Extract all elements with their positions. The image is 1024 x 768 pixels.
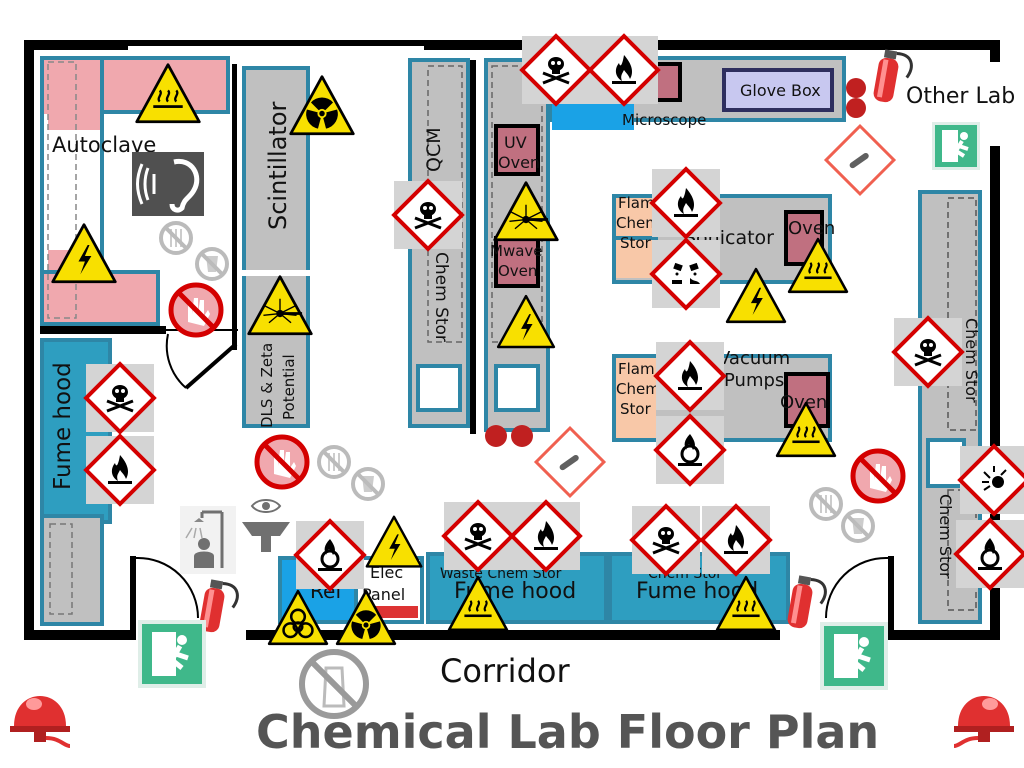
oven-2-label: Oven <box>780 392 827 413</box>
dls-label: DLS & Zeta <box>258 343 276 428</box>
electrical-hazard-icon <box>365 515 423 568</box>
outer-walls <box>24 40 1000 640</box>
no-touch-icon <box>257 437 307 487</box>
emergency-exit-icon <box>138 620 206 688</box>
microscope-label: Microscope <box>622 111 706 129</box>
toxic-icon <box>520 34 592 106</box>
no-food-icon <box>317 445 351 479</box>
corrosive-icon <box>650 238 722 310</box>
chem-stor-right-upper-label: Chem Stor <box>962 318 981 403</box>
scintillator-label: Scintillator <box>264 101 292 230</box>
fume-hood-left-label: Fume hood <box>50 362 76 490</box>
other-lab-label: Other Lab <box>906 84 1015 109</box>
explosive-icon <box>958 444 1024 516</box>
page-title: Chemical Lab Floor Plan <box>256 705 879 759</box>
no-food-icon <box>809 487 843 521</box>
no-spray-icon <box>299 649 369 719</box>
glove-box-label: Glove Box <box>740 81 821 100</box>
sonicator-bench <box>612 194 832 284</box>
no-drink-icon <box>351 467 385 501</box>
flammable-icon <box>84 434 156 506</box>
uv-oven-label: Oven <box>498 153 540 172</box>
no-drink-icon <box>841 509 875 543</box>
flammable-icon <box>588 34 660 106</box>
chem-stor-qcm-label: Chem Stor <box>431 252 451 342</box>
emergency-exit-icon <box>930 120 982 172</box>
pumps-label: Pumps <box>724 370 784 391</box>
potential-label: Potential <box>280 354 298 420</box>
red-marker-dots-mid <box>485 425 533 447</box>
red-marker-dots-top <box>846 78 866 118</box>
toxic-icon <box>442 500 514 572</box>
flam-chem-stor-2-line2: Chem <box>616 380 660 398</box>
vacuum-label: Vacuum <box>718 348 790 369</box>
gas-cylinder-icon <box>824 124 896 196</box>
chem-stor-right-lower-label: Chem Stor <box>936 494 955 579</box>
flammable-icon <box>510 500 582 572</box>
flammable-icon <box>650 167 722 239</box>
safety-shower-icon <box>180 506 236 574</box>
mwave-oven-label: Oven <box>498 262 537 280</box>
fire-alarm-icon <box>8 694 72 748</box>
emergency-exit-icon <box>820 622 888 690</box>
eyewash-icon <box>242 499 290 552</box>
toxic-icon <box>630 504 702 576</box>
panel-label: Panel <box>362 585 405 604</box>
no-touch-icon <box>853 451 903 501</box>
flammable-icon <box>700 504 772 576</box>
oven-1-label: Oven <box>788 218 835 239</box>
toxic-icon <box>84 362 156 434</box>
corridor-label: Corridor <box>440 652 570 690</box>
oxidizer-icon <box>294 519 366 591</box>
oxidizer-icon <box>954 518 1024 590</box>
gas-cylinder-icon <box>534 426 606 498</box>
no-food-icon <box>159 221 193 255</box>
oxidizer-icon <box>654 414 726 486</box>
flam-chem-stor-2-line3: Stor <box>620 400 652 418</box>
no-touch-icon <box>171 285 221 335</box>
hearing-protection-icon <box>132 152 204 216</box>
toxic-icon <box>892 316 964 388</box>
toxic-icon <box>392 179 464 251</box>
flam-chem-stor-1-line1: Flam <box>618 194 655 212</box>
uv-label: UV <box>504 133 527 152</box>
mwave-label: Mwave <box>490 242 543 260</box>
flam-chem-stor-1-line2: Chem <box>616 214 660 232</box>
no-drink-icon <box>195 247 229 281</box>
qcm-label: QCM <box>423 127 445 172</box>
flam-chem-stor-1-line3: Stor <box>620 234 652 252</box>
fire-alarm-icon <box>952 694 1016 748</box>
elec-label: Elec <box>370 563 403 582</box>
flam-chem-stor-2-line1: Flam <box>618 360 655 378</box>
uv-mwave-bench <box>484 58 550 432</box>
flammable-icon <box>654 340 726 412</box>
